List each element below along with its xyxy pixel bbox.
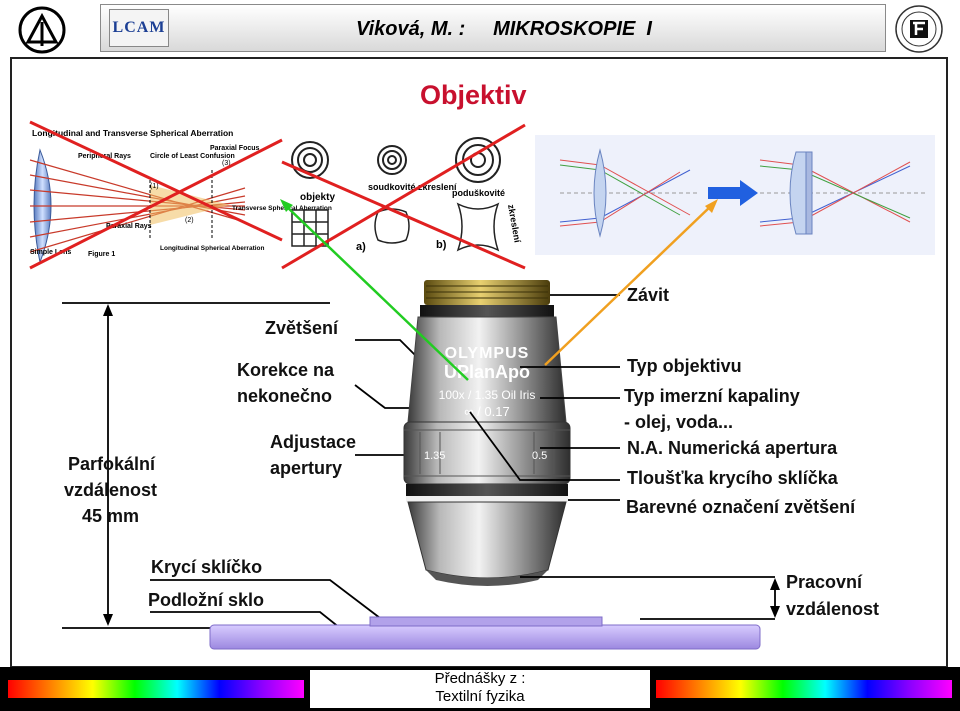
figure-1-label: Figure 1 (88, 251, 115, 258)
objective-na-min: 0.5 (532, 450, 547, 462)
barrel-label: soudkovité zkreslení (368, 182, 457, 192)
label-kryci: Krycí sklíčko (151, 557, 263, 577)
label-pracovni-1: Pracovní (786, 572, 863, 592)
red-cross-marks (29, 120, 526, 270)
label-parfokalni-3: 45 mm (82, 506, 140, 526)
num-1: (1) (150, 183, 159, 190)
objective-model: UPlanApo (444, 362, 530, 382)
label-zvetseni: Zvětšení (265, 318, 339, 338)
label-typ-imerzni: Typ imerzní kapaliny (624, 386, 800, 406)
label-typ-objektivu: Typ objektivu (627, 356, 742, 376)
footer-text: Přednášky z : Textilní fyzika (310, 670, 650, 708)
objective-lens-image: OLYMPUS UPlanApo 100x / 1.35 Oil Iris ∞ … (403, 280, 571, 586)
label-korekce-1: Korekce na (237, 360, 335, 380)
label-zavit: Závit (627, 285, 670, 305)
lens-correction-diagram (535, 135, 935, 255)
label-parfokalni-2: vzdálenost (64, 480, 158, 500)
distortion-b: b) (436, 239, 447, 251)
footer-spectrum-right (656, 680, 952, 698)
university-logo-icon (18, 6, 66, 54)
lcam-logo: LCAM (109, 9, 169, 47)
pincushion-label: poduškovité (452, 188, 505, 198)
label-podlozni: Podložní sklo (148, 590, 265, 610)
footer-line-1: Přednášky z : (434, 670, 526, 687)
green-arrow (284, 204, 469, 381)
slide-title: Objektiv (420, 80, 527, 110)
objective-tube: ∞ / 0.17 (464, 404, 509, 419)
microscope-slide (209, 624, 761, 650)
objective-na-max: 1.35 (424, 450, 445, 462)
objective-spec: 100x / 1.35 Oil Iris (439, 388, 536, 402)
header-title: Viková, M. : MIKROSKOPIE I (356, 18, 652, 40)
header-bar: LCAM Viková, M. : MIKROSKOPIE I (100, 4, 886, 52)
footer-spectrum-left (8, 680, 304, 698)
orange-arrow (544, 204, 713, 366)
aberration-title: Longitudinal and Transverse Spherical Ab… (32, 128, 233, 138)
footer-line-2: Textilní fyzika (435, 688, 525, 705)
pincushion-label-2: zkreslení (506, 204, 523, 244)
label-olej: - olej, voda... (624, 412, 734, 432)
header: LCAM Viková, M. : MIKROSKOPIE I (0, 0, 960, 56)
transverse-label: Transverse Spherical Aberration (232, 205, 332, 212)
footer: Přednášky z : Textilní fyzika (0, 667, 960, 711)
label-adjustace-1: Adjustace (270, 432, 357, 452)
longitudinal-label: Longitudinal Spherical Aberration (160, 245, 265, 252)
paraxial-focus-label: Paraxial Focus (210, 145, 260, 152)
faculty-logo-icon (895, 5, 943, 53)
label-barevne: Barevné označení zvětšení (626, 497, 856, 517)
label-pracovni-2: vzdálenost (786, 599, 880, 619)
objective-brand: OLYMPUS (445, 345, 530, 362)
paraxial-rays-label: Paraxial Rays (106, 223, 152, 230)
simple-lens-label: Simple Lens (30, 249, 71, 256)
circle-label: Circle of Least Confusion (150, 153, 235, 160)
label-parfokalni-1: Parfokální (68, 454, 156, 474)
label-tloustka: Tloušťka krycího sklíčka (627, 468, 838, 488)
label-korekce-2: nekonečno (237, 386, 333, 406)
distortion-a: a) (356, 241, 366, 253)
cover-glass (369, 616, 603, 627)
label-adjustace-2: apertury (270, 458, 343, 478)
num-3: (3) (222, 160, 231, 167)
label-na: N.A. Numerická apertura (627, 438, 838, 458)
distortion-object-label: objekty (300, 192, 335, 203)
spherical-aberration-figure: Longitudinal and Transverse Spherical Ab… (28, 125, 332, 270)
num-2: (2) (185, 217, 194, 224)
